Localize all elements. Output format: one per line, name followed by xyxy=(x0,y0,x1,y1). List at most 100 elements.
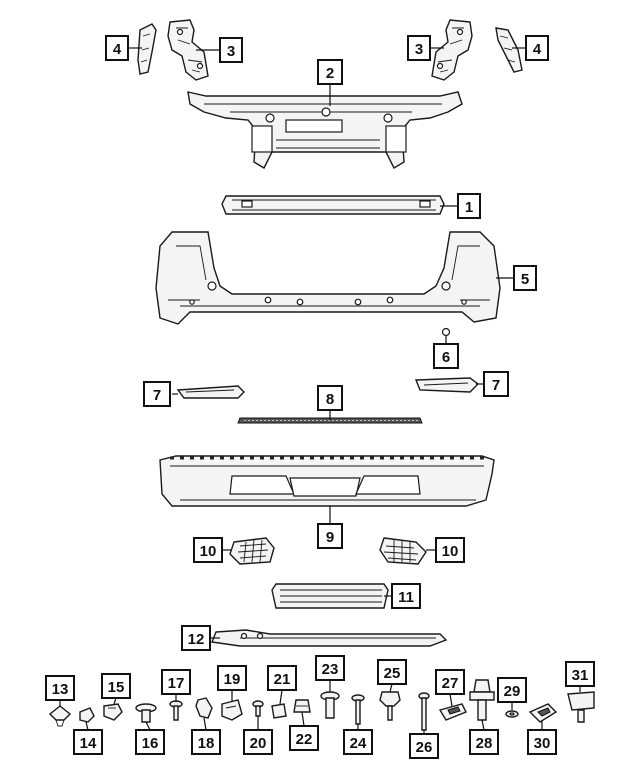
bolt-28 xyxy=(469,679,495,721)
callout-2: 2 xyxy=(317,59,343,85)
callout-label: 30 xyxy=(534,735,551,752)
bracket-31 xyxy=(567,691,595,723)
callout-12: 12 xyxy=(181,625,211,651)
callout-label: 20 xyxy=(250,735,267,752)
callout-26: 26 xyxy=(409,733,439,759)
screw-20 xyxy=(252,700,264,717)
push-pin-13 xyxy=(48,705,72,727)
callout-18: 18 xyxy=(191,729,221,755)
callout-7-right: 7 xyxy=(483,371,509,397)
clip-27 xyxy=(438,703,467,721)
bumper-fascia-5 xyxy=(155,231,501,325)
callout-20: 20 xyxy=(243,729,273,755)
callout-31: 31 xyxy=(565,661,595,687)
callout-11: 11 xyxy=(391,583,421,609)
callout-label: 4 xyxy=(533,41,542,58)
callout-24: 24 xyxy=(343,729,373,755)
callout-label: 15 xyxy=(108,679,125,696)
grille-10-left xyxy=(229,537,275,565)
callout-label: 28 xyxy=(476,735,493,752)
sensor-retainer-6 xyxy=(441,327,451,337)
trim-strip-8 xyxy=(237,417,423,424)
callout-30: 30 xyxy=(527,729,557,755)
callout-label: 17 xyxy=(168,675,185,692)
bumper-support-2 xyxy=(187,91,463,169)
callout-label: 3 xyxy=(415,41,423,58)
bracket-4-left xyxy=(137,23,157,75)
washer-29 xyxy=(505,710,519,718)
screw-17 xyxy=(169,700,183,721)
callout-4-right: 4 xyxy=(525,35,549,61)
callout-label: 24 xyxy=(350,735,367,752)
clip-18 xyxy=(195,697,213,719)
callout-8: 8 xyxy=(317,385,343,411)
callout-label: 10 xyxy=(442,543,459,560)
callout-7-left: 7 xyxy=(143,381,171,407)
callout-label: 19 xyxy=(224,671,241,688)
callout-label: 7 xyxy=(153,387,161,404)
callout-label: 23 xyxy=(322,661,339,678)
callout-16: 16 xyxy=(135,729,165,755)
underbody-panel-12 xyxy=(211,629,448,647)
center-grille-11 xyxy=(271,583,389,609)
callout-label: 11 xyxy=(398,589,414,606)
callout-10-right: 10 xyxy=(435,537,465,563)
callout-3-left: 3 xyxy=(219,37,243,63)
fastener-22 xyxy=(293,699,311,713)
clip-30 xyxy=(528,703,558,723)
retainer-19 xyxy=(221,699,243,721)
push-pin-16 xyxy=(135,703,157,723)
callout-21: 21 xyxy=(267,665,297,691)
grille-10-right xyxy=(379,537,427,565)
callout-label: 25 xyxy=(384,665,401,682)
callout-28: 28 xyxy=(469,729,499,755)
rivet-26 xyxy=(418,692,430,731)
callout-label: 26 xyxy=(416,739,433,756)
bolt-25 xyxy=(379,691,401,721)
clip-14 xyxy=(79,707,95,723)
callout-label: 16 xyxy=(142,735,159,752)
callout-1: 1 xyxy=(457,193,481,219)
callout-9: 9 xyxy=(317,523,343,549)
callout-3-right: 3 xyxy=(407,35,431,61)
callout-17: 17 xyxy=(161,669,191,695)
callout-5: 5 xyxy=(513,265,537,291)
callout-15: 15 xyxy=(101,673,131,699)
nut-21 xyxy=(271,703,287,719)
reflector-7-left xyxy=(176,385,245,399)
callout-19: 19 xyxy=(217,665,247,691)
callout-22: 22 xyxy=(289,725,319,751)
callout-29: 29 xyxy=(497,677,527,703)
push-pin-23 xyxy=(320,691,340,719)
callout-label: 6 xyxy=(442,349,450,366)
callout-13: 13 xyxy=(45,675,75,701)
callout-27: 27 xyxy=(435,669,465,695)
callout-25: 25 xyxy=(377,659,407,685)
callout-10-left: 10 xyxy=(193,537,223,563)
callout-label: 18 xyxy=(198,735,215,752)
energy-absorber-1 xyxy=(221,195,445,215)
callout-14: 14 xyxy=(73,729,103,755)
nut-clip-15 xyxy=(103,703,123,721)
leader-lines xyxy=(59,47,581,734)
callout-label: 13 xyxy=(52,681,69,698)
callout-label: 9 xyxy=(326,529,334,546)
callout-label: 8 xyxy=(326,391,334,408)
bracket-4-right xyxy=(495,27,523,73)
mount-bracket-3-left xyxy=(167,19,209,81)
callout-label: 12 xyxy=(188,631,205,648)
bolt-24 xyxy=(351,694,365,725)
callout-label: 31 xyxy=(572,667,589,684)
callout-label: 21 xyxy=(274,671,291,688)
mount-bracket-3-right xyxy=(431,19,473,81)
callout-label: 27 xyxy=(442,675,459,692)
callout-label: 22 xyxy=(296,731,313,748)
callout-label: 2 xyxy=(326,65,334,82)
reflector-7-right xyxy=(414,377,480,393)
callout-label: 10 xyxy=(200,543,217,560)
callout-23: 23 xyxy=(315,655,345,681)
callout-4-left: 4 xyxy=(105,35,129,61)
callout-label: 4 xyxy=(113,41,122,58)
